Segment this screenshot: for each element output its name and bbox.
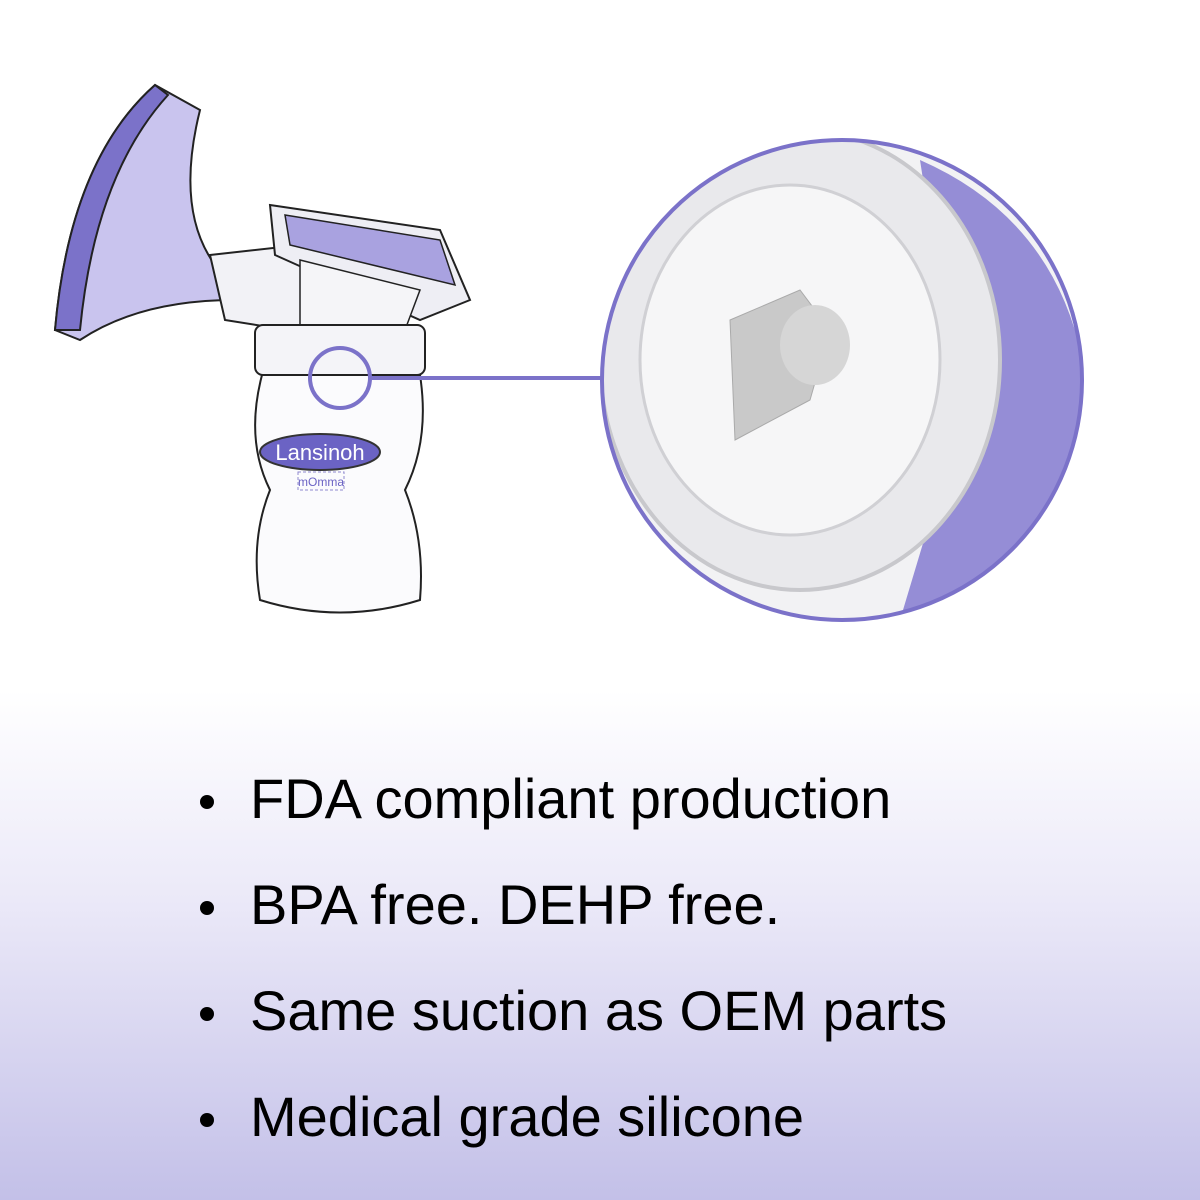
pump-body [268,203,472,331]
bullet-icon [200,1113,214,1127]
bullet-icon [200,795,214,809]
feature-text: Same suction as OEM parts [250,978,948,1042]
bottle: Lansinoh mOmma [254,324,426,614]
valve-closeup [600,138,1084,622]
feature-text: Medical grade silicone [250,1084,805,1148]
product-illustration: Lansinoh mOmma [53,83,1084,622]
bullet-icon [200,901,214,915]
svg-text:Lansinoh: Lansinoh [275,440,364,465]
feature-item: Medical grade silicone [200,1063,947,1169]
bullet-icon [200,1007,214,1021]
feature-item: BPA free. DEHP free. [200,851,947,957]
feature-text: FDA compliant production [250,766,892,830]
feature-item: Same suction as OEM parts [200,957,947,1063]
feature-list: FDA compliant production BPA free. DEHP … [200,745,947,1169]
feature-text: BPA free. DEHP free. [250,872,781,936]
feature-item: FDA compliant production [200,745,947,851]
svg-text:mOmma: mOmma [298,475,344,489]
